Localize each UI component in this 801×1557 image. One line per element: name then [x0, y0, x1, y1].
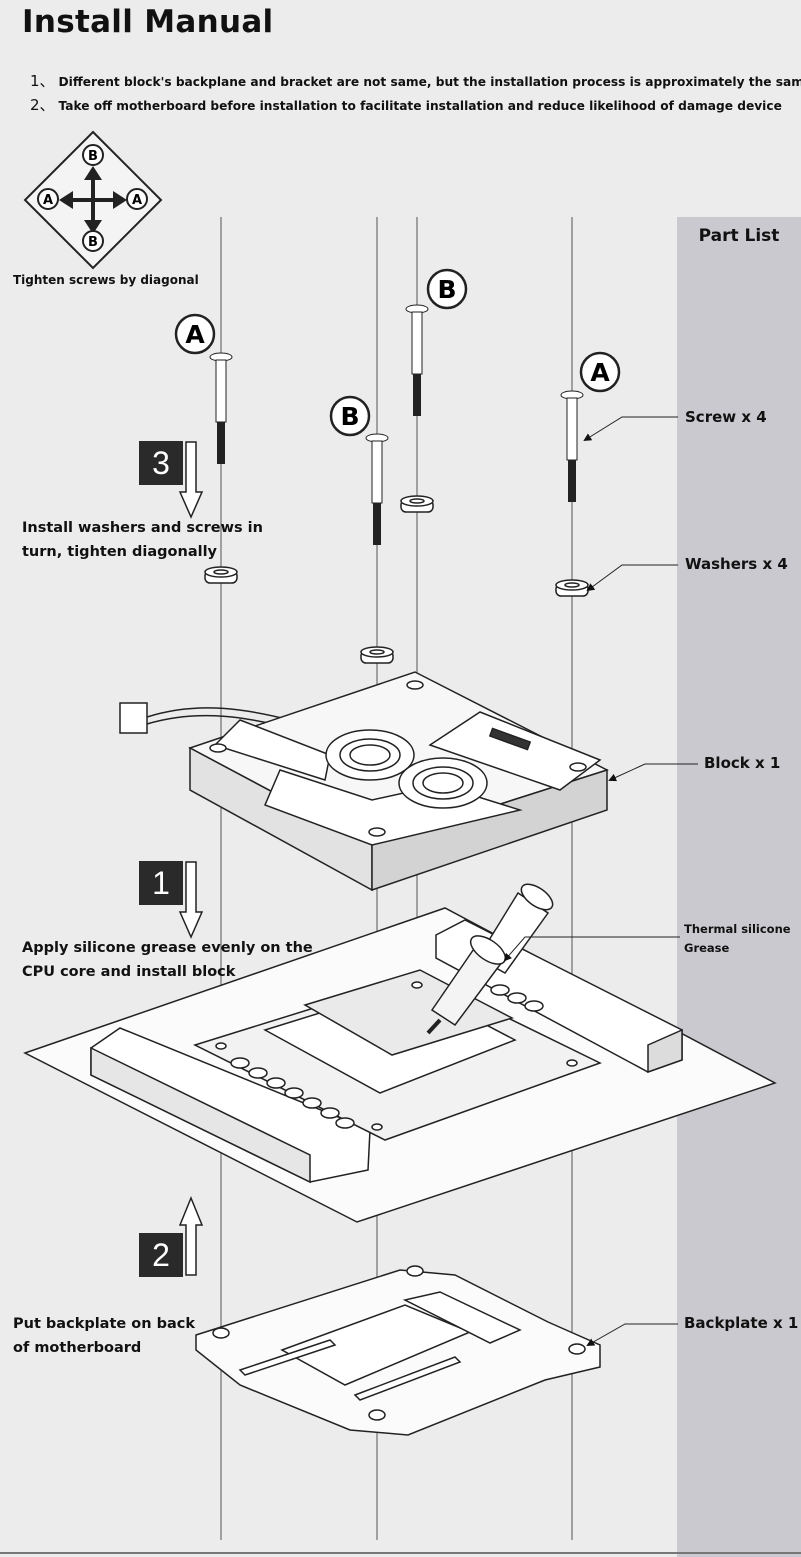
svg-text:A: A [185, 320, 205, 349]
washers [204, 495, 589, 664]
step-1-badge: 1 [139, 861, 183, 905]
step-2-badge: 2 [139, 1233, 183, 1277]
svg-text:B: B [437, 275, 456, 304]
callout-lines [503, 416, 698, 1346]
screw-badges: A B B A [174, 268, 621, 437]
step-arrows [178, 441, 204, 1276]
screw-4 [560, 390, 584, 502]
svg-text:A: A [132, 193, 142, 208]
step-3-arrow [178, 441, 204, 519]
part-screw-label: Screw x 4 [685, 408, 767, 426]
washer-1 [204, 566, 238, 584]
part-list-title: Part List [698, 226, 780, 246]
note-2: 2、Take off motherboard before installati… [30, 94, 782, 115]
svg-text:A: A [43, 193, 53, 208]
screw-badge-a-left: A [174, 313, 216, 355]
step-3-instruction: Install washers and screws in turn, tigh… [22, 516, 263, 564]
screw-badge-b-left: B [329, 395, 371, 437]
screw-2 [365, 433, 389, 545]
washer-4 [555, 579, 589, 597]
note-1-number: 1、 [30, 72, 55, 90]
note-2-number: 2、 [30, 96, 55, 114]
step-1-arrow [178, 861, 204, 939]
part-thermal-grease-label: Thermal silicone Grease [684, 922, 791, 955]
step-2-line-1: Put backplate on back [13, 1316, 196, 1332]
bottom-divider [0, 1552, 801, 1554]
page-title: Install Manual [22, 4, 274, 40]
svg-text:B: B [340, 402, 359, 431]
screw-badge-b-right: B [426, 268, 468, 310]
step-2-instruction: Put backplate on back of motherboard [13, 1312, 195, 1360]
part-list-panel [677, 217, 801, 1557]
washer-3 [400, 495, 434, 513]
step-2-arrow [178, 1196, 204, 1276]
svg-text:B: B [88, 149, 98, 164]
step-3-line-1: Install washers and screws in [22, 520, 263, 536]
part-washers-label: Washers x 4 [685, 555, 788, 573]
step-2-line-2: of motherboard [13, 1340, 142, 1356]
step-3-badge: 3 [139, 441, 183, 485]
screw-badge-a-right: A [579, 351, 621, 393]
note-1: 1、Different block's backplane and bracke… [30, 70, 801, 91]
svg-text:B: B [88, 235, 98, 250]
svg-text:A: A [590, 358, 610, 387]
part-backplate-label: Backplate x 1 [684, 1314, 799, 1332]
screws [209, 304, 584, 545]
backplate [195, 1265, 601, 1436]
step-1-instruction: Apply silicone grease evenly on the CPU … [22, 936, 313, 984]
part-block-label: Block x 1 [704, 754, 781, 772]
water-block [119, 671, 609, 892]
note-2-text: Take off motherboard before installation… [58, 99, 782, 113]
diagonal-guide-caption: Tighten screws by diagonal [13, 273, 199, 287]
screw-3 [405, 304, 429, 416]
screw-1 [209, 352, 233, 464]
step-1-line-1: Apply silicone grease evenly on the [22, 940, 313, 956]
diagonal-guide-icon: B B A A [23, 130, 163, 270]
washer-2 [360, 646, 394, 664]
note-1-text: Different block's backplane and bracket … [58, 75, 801, 89]
step-3-line-2: turn, tighten diagonally [22, 544, 217, 560]
step-1-line-2: CPU core and install block [22, 964, 236, 980]
